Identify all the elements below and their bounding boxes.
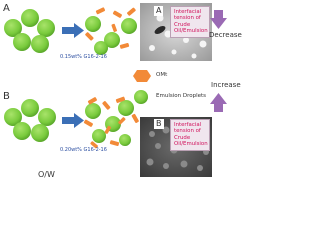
legend-omt-swatch [133,70,151,82]
micrograph-b-tag: B [154,119,164,129]
legend-droplet-swatch [134,90,148,104]
panel-a-info-box: Interfacial tension of Crude Oil/Emulsio… [170,6,210,38]
diagram-canvas [4,3,227,177]
panel-b-arrow [62,113,84,128]
panel-a-trend-label: Decrease [209,31,242,39]
panel-a-start-droplets [4,9,55,53]
emulsion-type-label: O/W [38,170,55,179]
panel-a-label: A [3,3,10,14]
panel-b-label: B [3,91,10,102]
panel-a-arrow [62,23,84,38]
increase-arrow [210,93,227,112]
panel-b-concentration: 0.20wt% G16-2-16 [60,147,107,153]
legend-omt-label: OMt [156,72,168,78]
panel-a-concentration: 0.15wt% G16-2-16 [60,54,107,60]
panel-b-info-box: Interfacial tension of Crude Oil/Emulsio… [170,119,210,151]
panel-b-start-droplets [4,99,56,142]
legend-droplets-label: Emulsion Droplets [156,93,207,99]
micrograph-a-tag: A [154,6,164,16]
panel-b-result [83,96,139,149]
panel-b-trend-label: Increase [211,81,241,89]
panel-a-result [85,7,137,55]
decrease-arrow [210,10,227,29]
